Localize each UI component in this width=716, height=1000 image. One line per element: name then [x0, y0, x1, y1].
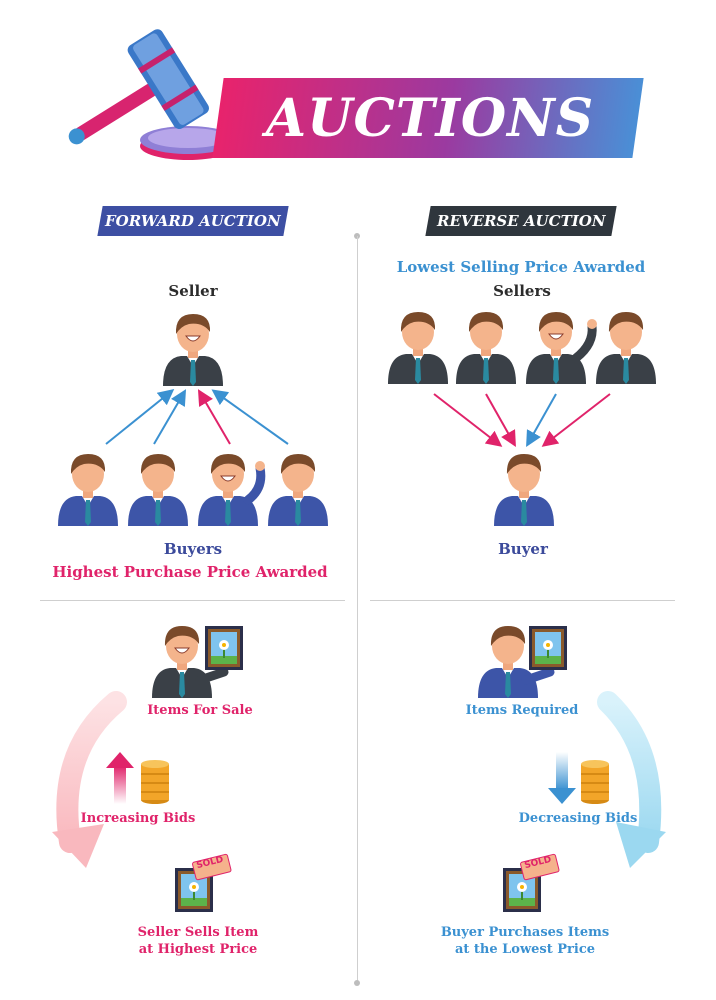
- buyer-result-line1: Buyer Purchases Items: [440, 925, 610, 940]
- buyer-person-icon: [494, 454, 554, 526]
- decreasing-arrow-icon: [548, 752, 576, 804]
- reverse-auction-tag: REVERSE AUCTION: [425, 206, 617, 236]
- horizontal-divider-right: [370, 600, 675, 601]
- seller-result-line1: Seller Sells Item: [137, 925, 259, 940]
- forward-bid-arrows: [105, 388, 289, 445]
- gavel-icon: [68, 29, 236, 160]
- buyer-result-line2: at the Lowest Price: [454, 942, 596, 957]
- items-for-sale-label: Items For Sale: [147, 703, 253, 718]
- seller-with-picture-icon: [152, 625, 244, 698]
- reverse-award-label: Lowest Selling Price Awarded: [396, 258, 646, 276]
- seller-person-icon: [163, 314, 223, 386]
- forward-auction-tag-label: FORWARD AUCTION: [105, 212, 281, 230]
- buyer-label: Buyer: [498, 540, 548, 558]
- buyers-label: Buyers: [163, 540, 223, 558]
- forward-cycle-arrow: [52, 691, 127, 868]
- reverse-cycle-arrow: [597, 691, 666, 868]
- sold-picture-icon: [174, 853, 232, 913]
- forward-award-label: Highest Purchase Price Awarded: [52, 563, 328, 581]
- sellers-group-icon: [388, 312, 656, 384]
- divider-dot-bottom: [354, 980, 360, 986]
- vertical-divider: [357, 236, 358, 984]
- page-title: AUCTIONS: [265, 88, 595, 149]
- items-required-label: Items Required: [465, 703, 579, 718]
- coins-icon: [141, 760, 169, 804]
- reverse-bid-arrows: [433, 393, 611, 447]
- seller-result-line2: at Highest Price: [138, 942, 258, 957]
- coins-icon-reverse: [581, 760, 609, 804]
- decreasing-bids-label: Decreasing Bids: [518, 811, 638, 826]
- increasing-bids-label: Increasing Bids: [80, 811, 196, 826]
- buyers-group-icon: [58, 454, 328, 526]
- sold-picture-icon-reverse: [502, 853, 560, 913]
- buyer-with-picture-icon: [478, 625, 568, 698]
- seller-label: Seller: [168, 282, 218, 300]
- increasing-arrow-icon: [106, 752, 134, 804]
- horizontal-divider-left: [40, 600, 345, 601]
- sellers-label: Sellers: [493, 282, 551, 300]
- forward-auction-tag: FORWARD AUCTION: [97, 206, 289, 236]
- reverse-auction-tag-label: REVERSE AUCTION: [436, 212, 606, 230]
